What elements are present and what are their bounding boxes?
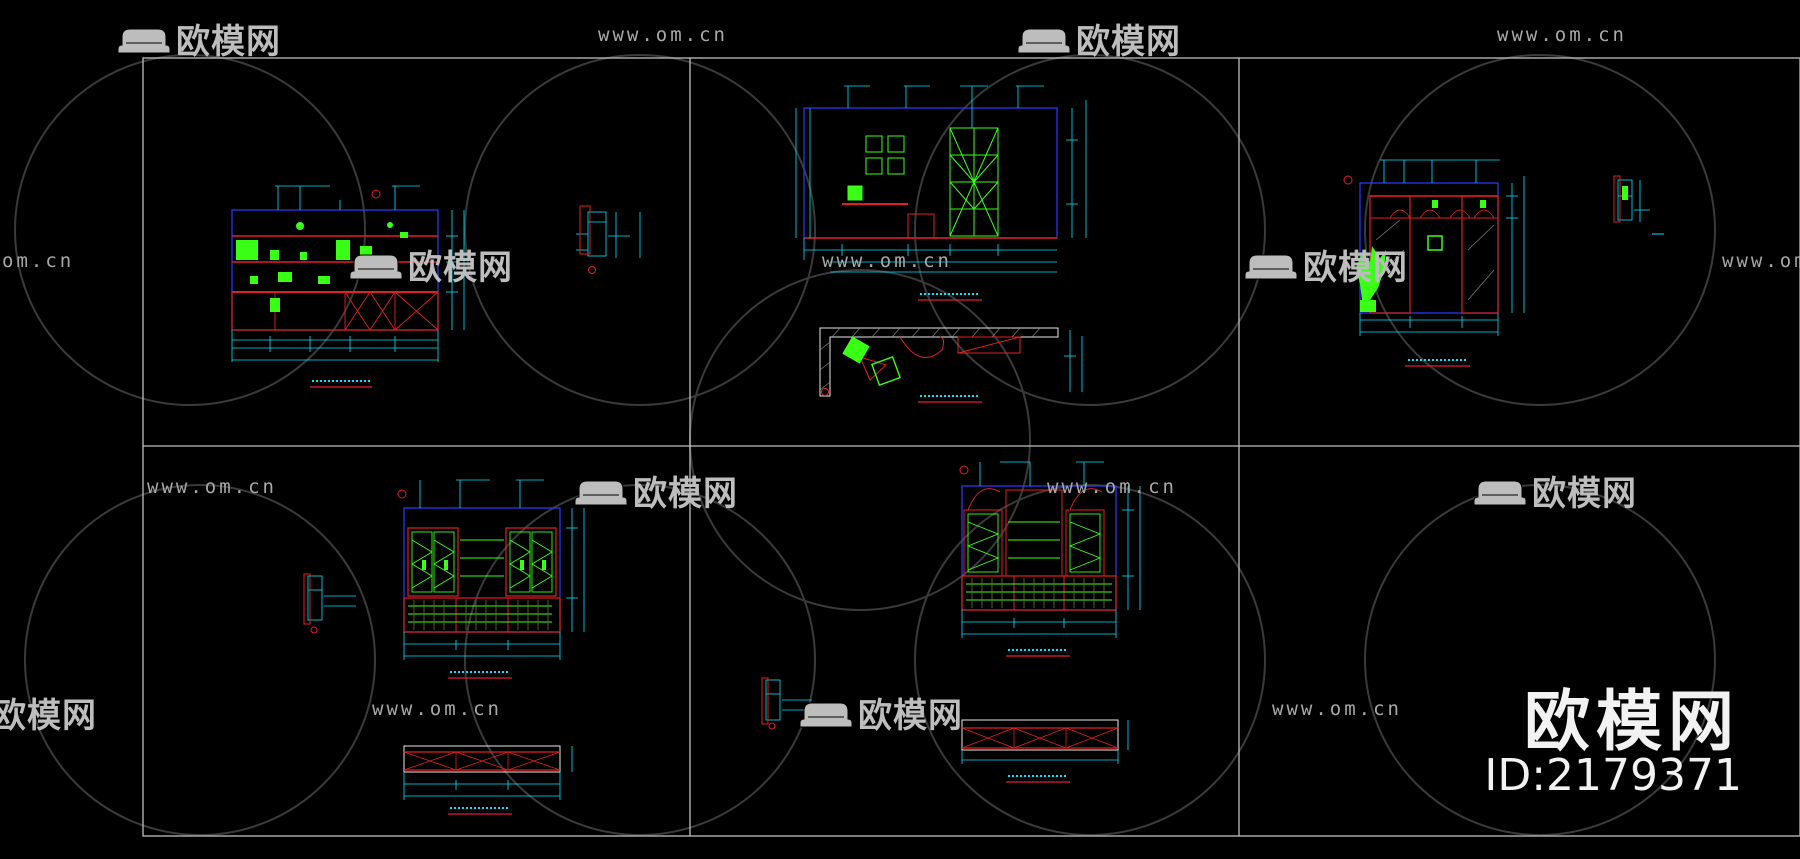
watermark-brand: 欧模网 — [117, 14, 281, 64]
panel-2-elevation — [795, 85, 1087, 301]
watermark-brand: 欧模网 — [1244, 240, 1408, 290]
watermark-circles — [14, 54, 1716, 836]
watermark-brand-text: 欧模网 — [1076, 22, 1181, 62]
watermark-url: www.om.cn — [147, 476, 277, 498]
panel-4-elevation — [303, 479, 585, 679]
sofa-logo-icon — [1017, 24, 1071, 64]
watermark-url: www.om.cn — [1047, 476, 1177, 498]
watermark-brand-text: 欧模网 — [0, 696, 97, 736]
watermark-brand: 欧模网 — [349, 240, 513, 290]
watermark-brand-text: 欧模网 — [633, 474, 738, 514]
watermark-brand-fragment: 欧模网 — [0, 688, 97, 737]
watermark-brand-text: 欧模网 — [1303, 248, 1408, 288]
sofa-logo-icon — [574, 476, 628, 516]
watermark-url: www.om.cn — [1497, 24, 1627, 46]
watermark-url: www.om.cn — [372, 698, 502, 720]
panel-3-elevation — [1343, 159, 1664, 367]
sofa-logo-icon — [1473, 476, 1527, 516]
sofa-logo-icon — [1244, 250, 1298, 290]
panel-1-elevation — [231, 185, 641, 388]
model-id-text: ID:2179371 — [1484, 750, 1742, 801]
sofa-logo-icon — [799, 698, 853, 738]
watermark-brand: 欧模网 — [574, 466, 738, 516]
panel-5-elevation — [761, 461, 1141, 730]
watermark-brand-text: 欧模网 — [1532, 474, 1637, 514]
watermark-brand-text: 欧模网 — [858, 696, 963, 736]
sheet-frame — [142, 57, 1800, 837]
watermark-url: www.om.cn — [1722, 250, 1800, 272]
sofa-logo-icon — [349, 250, 403, 290]
panel-4-plan — [403, 745, 573, 815]
watermark-brand: 欧模网 — [1473, 466, 1637, 516]
watermark-url: www.om.cn — [598, 24, 728, 46]
watermark-url: www.om.cn — [1272, 698, 1402, 720]
watermark-url: www.om.cn — [822, 250, 952, 272]
corner-brand-text: 欧模网 — [1524, 683, 1740, 760]
panel-5-plan — [961, 719, 1129, 783]
watermark-url-fragment: om.cn — [2, 250, 75, 272]
watermark-brand: 欧模网 — [799, 688, 963, 738]
watermark-brand: 欧模网 — [1017, 14, 1181, 64]
watermark-brand-text: 欧模网 — [176, 22, 281, 62]
sofa-logo-icon — [117, 24, 171, 64]
panel-2-plan — [819, 327, 1083, 403]
watermark-brand-text: 欧模网 — [408, 248, 513, 288]
